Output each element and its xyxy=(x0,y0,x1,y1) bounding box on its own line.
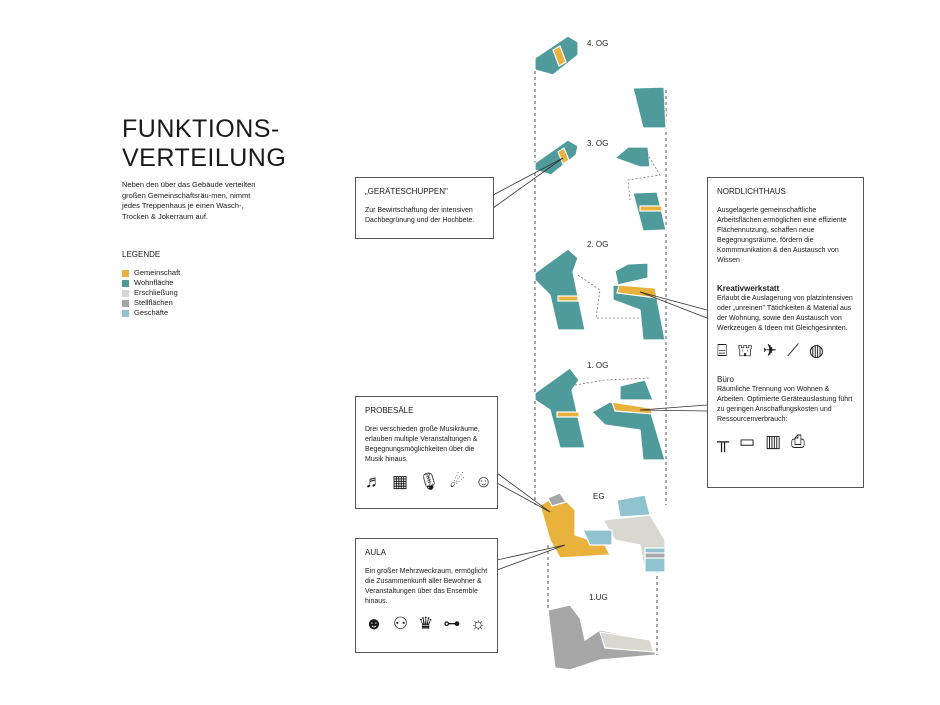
nordlichthaus-callout: NORDLICHTHAUS Ausgelagerte gemeinschaftl… xyxy=(707,177,864,488)
microphone-icon: 🎙︎ xyxy=(418,472,440,491)
floor-3og-wing-w xyxy=(534,139,579,176)
callout-text: Ein großer Mehrzweckraum, ermöglicht die… xyxy=(365,568,488,605)
kreativwerkstatt-heading: Kreativwerkstatt xyxy=(717,284,780,293)
floor-3og-wing-e xyxy=(613,146,651,168)
floor-2og-wing-w xyxy=(534,248,586,331)
music-lesson-icon: ▦ xyxy=(392,472,409,491)
dumbbell-icon: ⊶ xyxy=(443,614,461,633)
floor-2og-common xyxy=(557,295,579,302)
legend-label: Gemeinschaft xyxy=(134,268,181,277)
level-label-4og: 4. OG xyxy=(587,39,608,48)
probesaele-callout: PROBESÄLE Drei verschieden große Musikrä… xyxy=(355,396,498,509)
origami-bird-icon: ✈ xyxy=(762,341,778,360)
floor-2og-wing-ne xyxy=(614,262,649,286)
legend-item-geschaefte: Geschäfte xyxy=(122,308,180,318)
legend-label: Geschäfte xyxy=(134,308,169,317)
legend: Gemeinschaft Wohnfläche Erschließung Ste… xyxy=(122,268,180,318)
film-camera-icon: ⚇ xyxy=(392,614,409,633)
geraeteschuppen-callout: „GERÄTESCHUPPEN" Zur Bewirtschaftung der… xyxy=(355,177,494,239)
saw-icon: ⟋ xyxy=(787,341,799,360)
leader-lines xyxy=(492,157,708,571)
floor-eg-shop-3 xyxy=(644,547,666,573)
callout-text: Drei verschieden große Musikräume, erlau… xyxy=(365,426,480,463)
buero-heading: Büro xyxy=(717,375,734,384)
meditation-icon: ☼ xyxy=(470,614,486,633)
callout-text: Zur Bewirtschaftung der intensiven Dachb… xyxy=(365,207,475,224)
floor-1og-buero xyxy=(611,401,655,415)
floor-eg-stellflaeche-2 xyxy=(644,552,666,559)
desk-icon: ╥ xyxy=(717,432,730,451)
piano-icon: ♬ xyxy=(365,472,382,491)
printer-icon: ⎙ xyxy=(791,432,805,451)
legend-item-stellflaechen: Stellflächen xyxy=(122,298,180,308)
level-label-1og: 1. OG xyxy=(587,361,608,370)
connection-paths xyxy=(574,149,661,386)
kreativwerkstatt-text: Erlaubt die Auslagerung von platzintensi… xyxy=(717,295,853,332)
yarn-icon: ◍ xyxy=(808,341,824,360)
buero-icons: ╥ ▭ ▥ ⎙ xyxy=(717,432,854,452)
level-label-eg: EG xyxy=(593,492,605,501)
crown-icon: ♛ xyxy=(418,614,434,633)
legend-heading: LEGENDE xyxy=(122,250,161,259)
computer-icon: ▭ xyxy=(739,432,756,451)
floor-1og-wing-w xyxy=(534,367,586,449)
legend-label: Erschließung xyxy=(134,288,178,297)
band-icon: ☺ xyxy=(474,472,493,491)
legend-label: Stellflächen xyxy=(134,298,173,307)
level-alignment-lines xyxy=(534,65,667,655)
intro-text: Neben den über das Gebäude verteilten gr… xyxy=(122,180,256,221)
theater-masks-icon: ☻ xyxy=(365,614,383,633)
legend-label: Wohnfläche xyxy=(134,278,174,287)
callout-heading: „GERÄTESCHUPPEN" xyxy=(365,187,448,196)
legend-item-wohnflaeche: Wohnfläche xyxy=(122,278,180,288)
callout-text: Ausgelagerte gemeinschaftliche Arbeitsfl… xyxy=(717,207,847,264)
floor-3og-common xyxy=(557,147,570,165)
floor-1ug-erschliessung xyxy=(599,631,655,653)
level-label-1ug: 1.UG xyxy=(589,593,608,602)
floor-3og-wing-ne xyxy=(632,86,667,129)
legend-item-erschliessung: Erschließung xyxy=(122,288,180,298)
aula-icons: ☻ ⚇ ♛ ⊶ ☼ xyxy=(365,614,488,634)
sewing-machine-icon: ⌸ xyxy=(717,341,728,360)
aula-callout: AULA Ein großer Mehrzweckraum, ermöglich… xyxy=(355,538,498,653)
level-label-3og: 3. OG xyxy=(587,139,608,148)
floor-3og-common-2 xyxy=(639,205,663,212)
title-line-1: FUNKTIONS- xyxy=(122,115,280,143)
callout-heading: PROBESÄLE xyxy=(365,406,414,415)
callout-heading: AULA xyxy=(365,548,386,557)
title-line-2: VERTEILUNG xyxy=(122,144,287,172)
kreativwerkstatt-icons: ⌸ ⛫ ✈ ⟋ ◍ xyxy=(717,341,854,361)
floor-1og-common xyxy=(556,411,580,418)
page-title: FUNKTIONS- VERTEILUNG xyxy=(122,115,286,173)
floor-1og-wing-ne xyxy=(619,379,654,401)
callout-heading: NORDLICHTHAUS xyxy=(717,187,786,196)
easel-icon: ⛫ xyxy=(737,341,753,360)
level-label-2og: 2. OG xyxy=(587,240,608,249)
party-icon: ☄ xyxy=(449,472,465,491)
legend-item-gemeinschaft: Gemeinschaft xyxy=(122,268,180,278)
buero-text: Räumliche Trennung von Wohnen & Arbeiten… xyxy=(717,386,853,423)
floor-eg-shop-1 xyxy=(582,529,613,546)
floor-4og-common xyxy=(552,45,567,67)
probesaele-icons: ♬ ▦ 🎙︎ ☄ ☺ xyxy=(365,472,492,492)
folders-icon: ▥ xyxy=(765,432,782,451)
floor-eg-shop-2 xyxy=(616,494,651,518)
floor-eg-stellflaeche xyxy=(547,492,567,507)
